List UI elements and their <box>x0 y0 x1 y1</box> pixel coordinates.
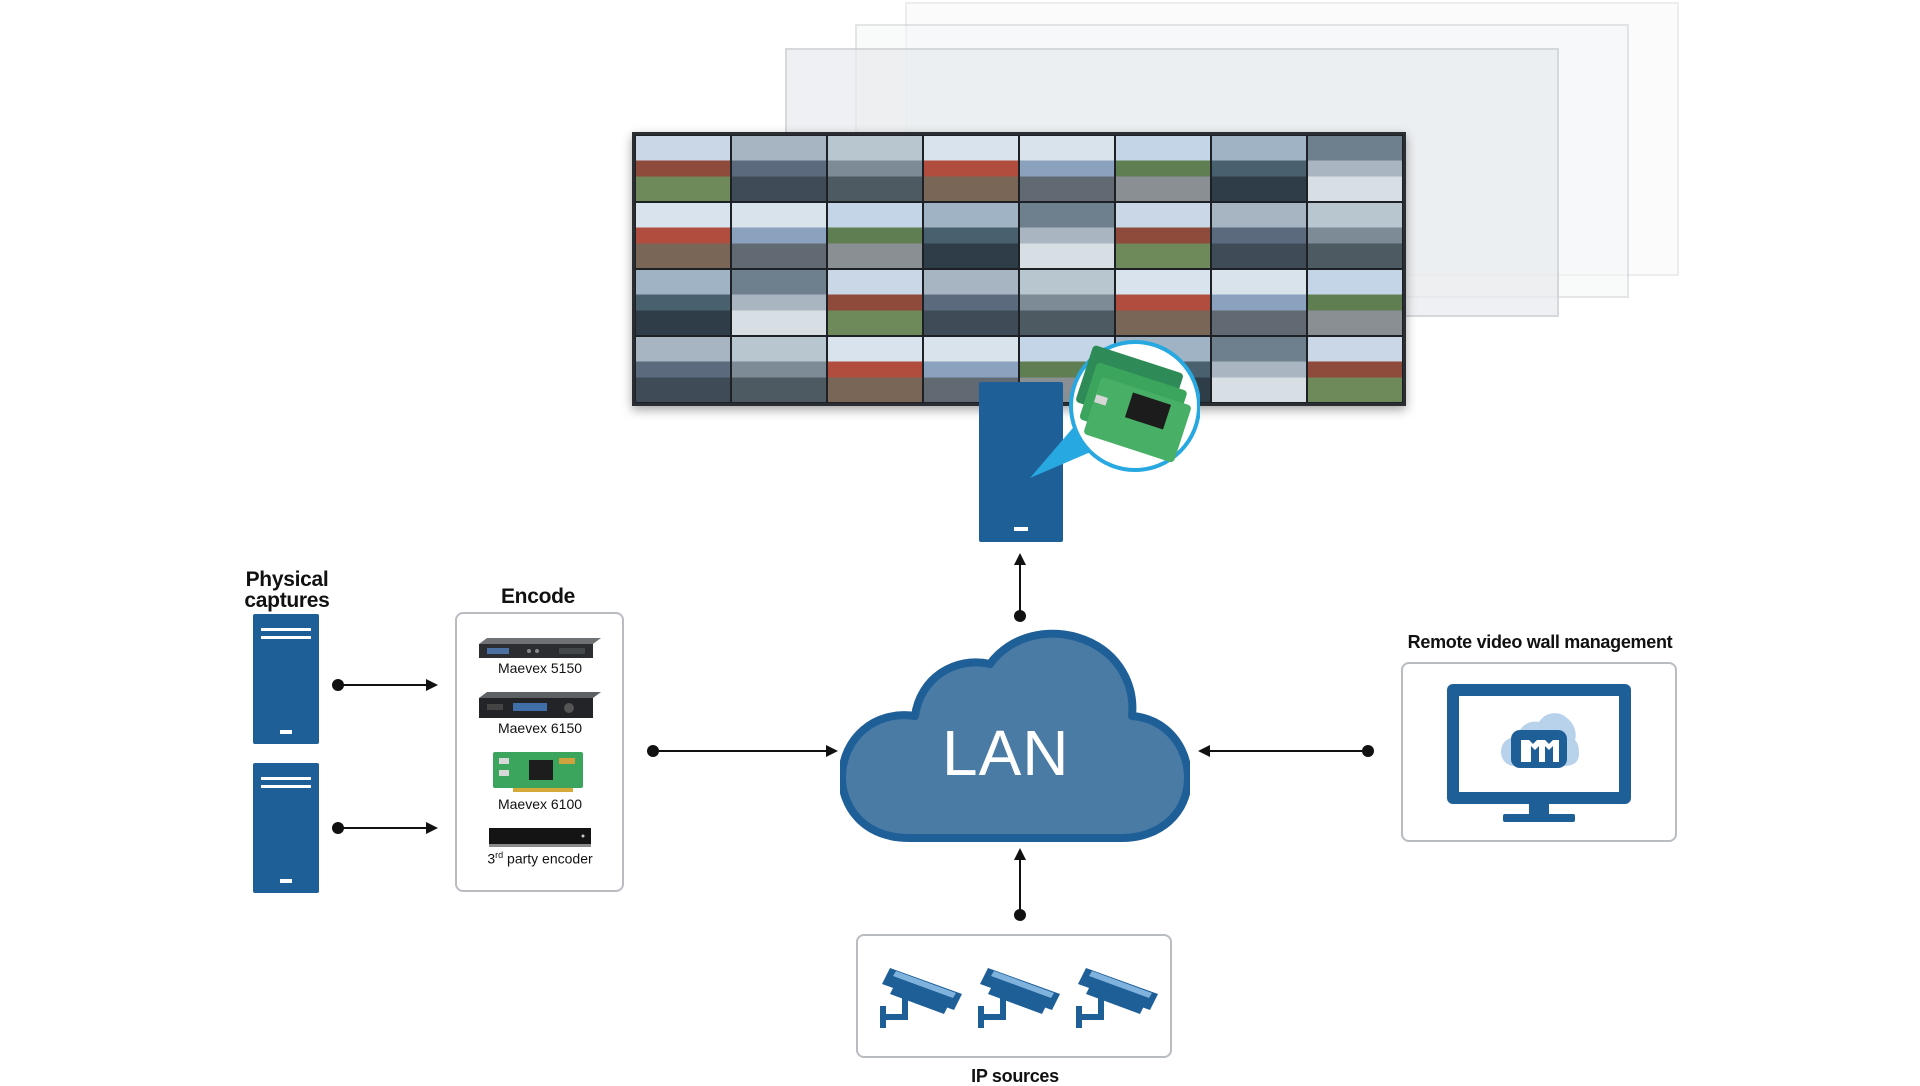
encode-heading: Encode <box>500 585 576 608</box>
camera-feed-tile <box>924 270 1018 335</box>
camera-feed-tile <box>1020 136 1114 201</box>
camera-feed-tile <box>828 337 922 402</box>
encoder-appliance-icon <box>479 638 601 658</box>
camera-feed-tile <box>1212 337 1306 402</box>
ip-sources-panel <box>856 934 1172 1058</box>
camera-feed-tile <box>636 270 730 335</box>
arrow-encode-to-lan <box>647 745 838 757</box>
arrow-capture-to-encode <box>332 679 438 691</box>
encoder-appliance-icon <box>479 692 601 718</box>
camera-feed-tile <box>1116 203 1210 268</box>
camera-feed-tile <box>636 337 730 402</box>
camera-feed-tile <box>1308 270 1402 335</box>
camera-feed-tile <box>732 270 826 335</box>
graphics-card-callout <box>1030 340 1200 478</box>
encoder-label: Maevex 6100 <box>497 796 583 812</box>
video-wall-screen <box>632 132 1406 406</box>
remote-management-heading: Remote video wall management <box>1407 632 1673 652</box>
camera-feed-tile <box>828 270 922 335</box>
camera-feed-tile <box>636 136 730 201</box>
matrox-m-logo <box>1501 713 1579 768</box>
arrow-remote-to-lan <box>1198 745 1374 757</box>
security-camera-icon <box>880 968 962 1028</box>
server-tower-icon <box>253 614 319 744</box>
camera-feed-tile <box>1116 270 1210 335</box>
graphics-card-icon <box>1076 345 1191 463</box>
arrow-capture-to-encode <box>332 822 438 834</box>
arrow-lan-to-server <box>1014 553 1026 622</box>
remote-management-panel <box>1401 662 1677 842</box>
camera-feed-tile <box>924 136 1018 201</box>
camera-feed-tile <box>1212 203 1306 268</box>
ip-sources-heading: IP sources <box>971 1066 1059 1086</box>
camera-feed-tile <box>828 203 922 268</box>
camera-feed-tile <box>732 203 826 268</box>
encoder-card-icon <box>493 752 583 792</box>
physical-captures-heading: Physical captures <box>244 568 330 612</box>
camera-feed-tile <box>1212 136 1306 201</box>
camera-feed-tile <box>828 136 922 201</box>
encoder-label: 3rd party encoder <box>487 850 593 867</box>
server-tower-icon <box>253 763 319 893</box>
camera-feed-tile <box>1308 337 1402 402</box>
lan-label: LAN <box>942 717 1070 789</box>
security-camera-icon <box>1076 968 1158 1028</box>
encoder-label: Maevex 6150 <box>497 720 583 736</box>
encoder-box-icon <box>489 828 591 847</box>
camera-feed-tile <box>732 136 826 201</box>
camera-feed-tile <box>1212 270 1306 335</box>
encoder-label: Maevex 5150 <box>497 660 583 676</box>
camera-feed-tile <box>1020 203 1114 268</box>
camera-feed-tile <box>732 337 826 402</box>
cloud-icon <box>840 629 1190 842</box>
camera-feed-tile <box>1020 270 1114 335</box>
camera-feed-tile <box>1116 136 1210 201</box>
camera-feed-tile <box>1308 136 1402 201</box>
camera-feed-tile <box>1308 203 1402 268</box>
camera-feed-tile <box>636 203 730 268</box>
encode-panel: Maevex 5150 Maevex 6150 Maevex 6100 3rd … <box>455 612 624 892</box>
camera-feed-tile <box>924 203 1018 268</box>
arrow-ip-to-lan <box>1014 848 1026 921</box>
security-camera-icon <box>978 968 1060 1028</box>
